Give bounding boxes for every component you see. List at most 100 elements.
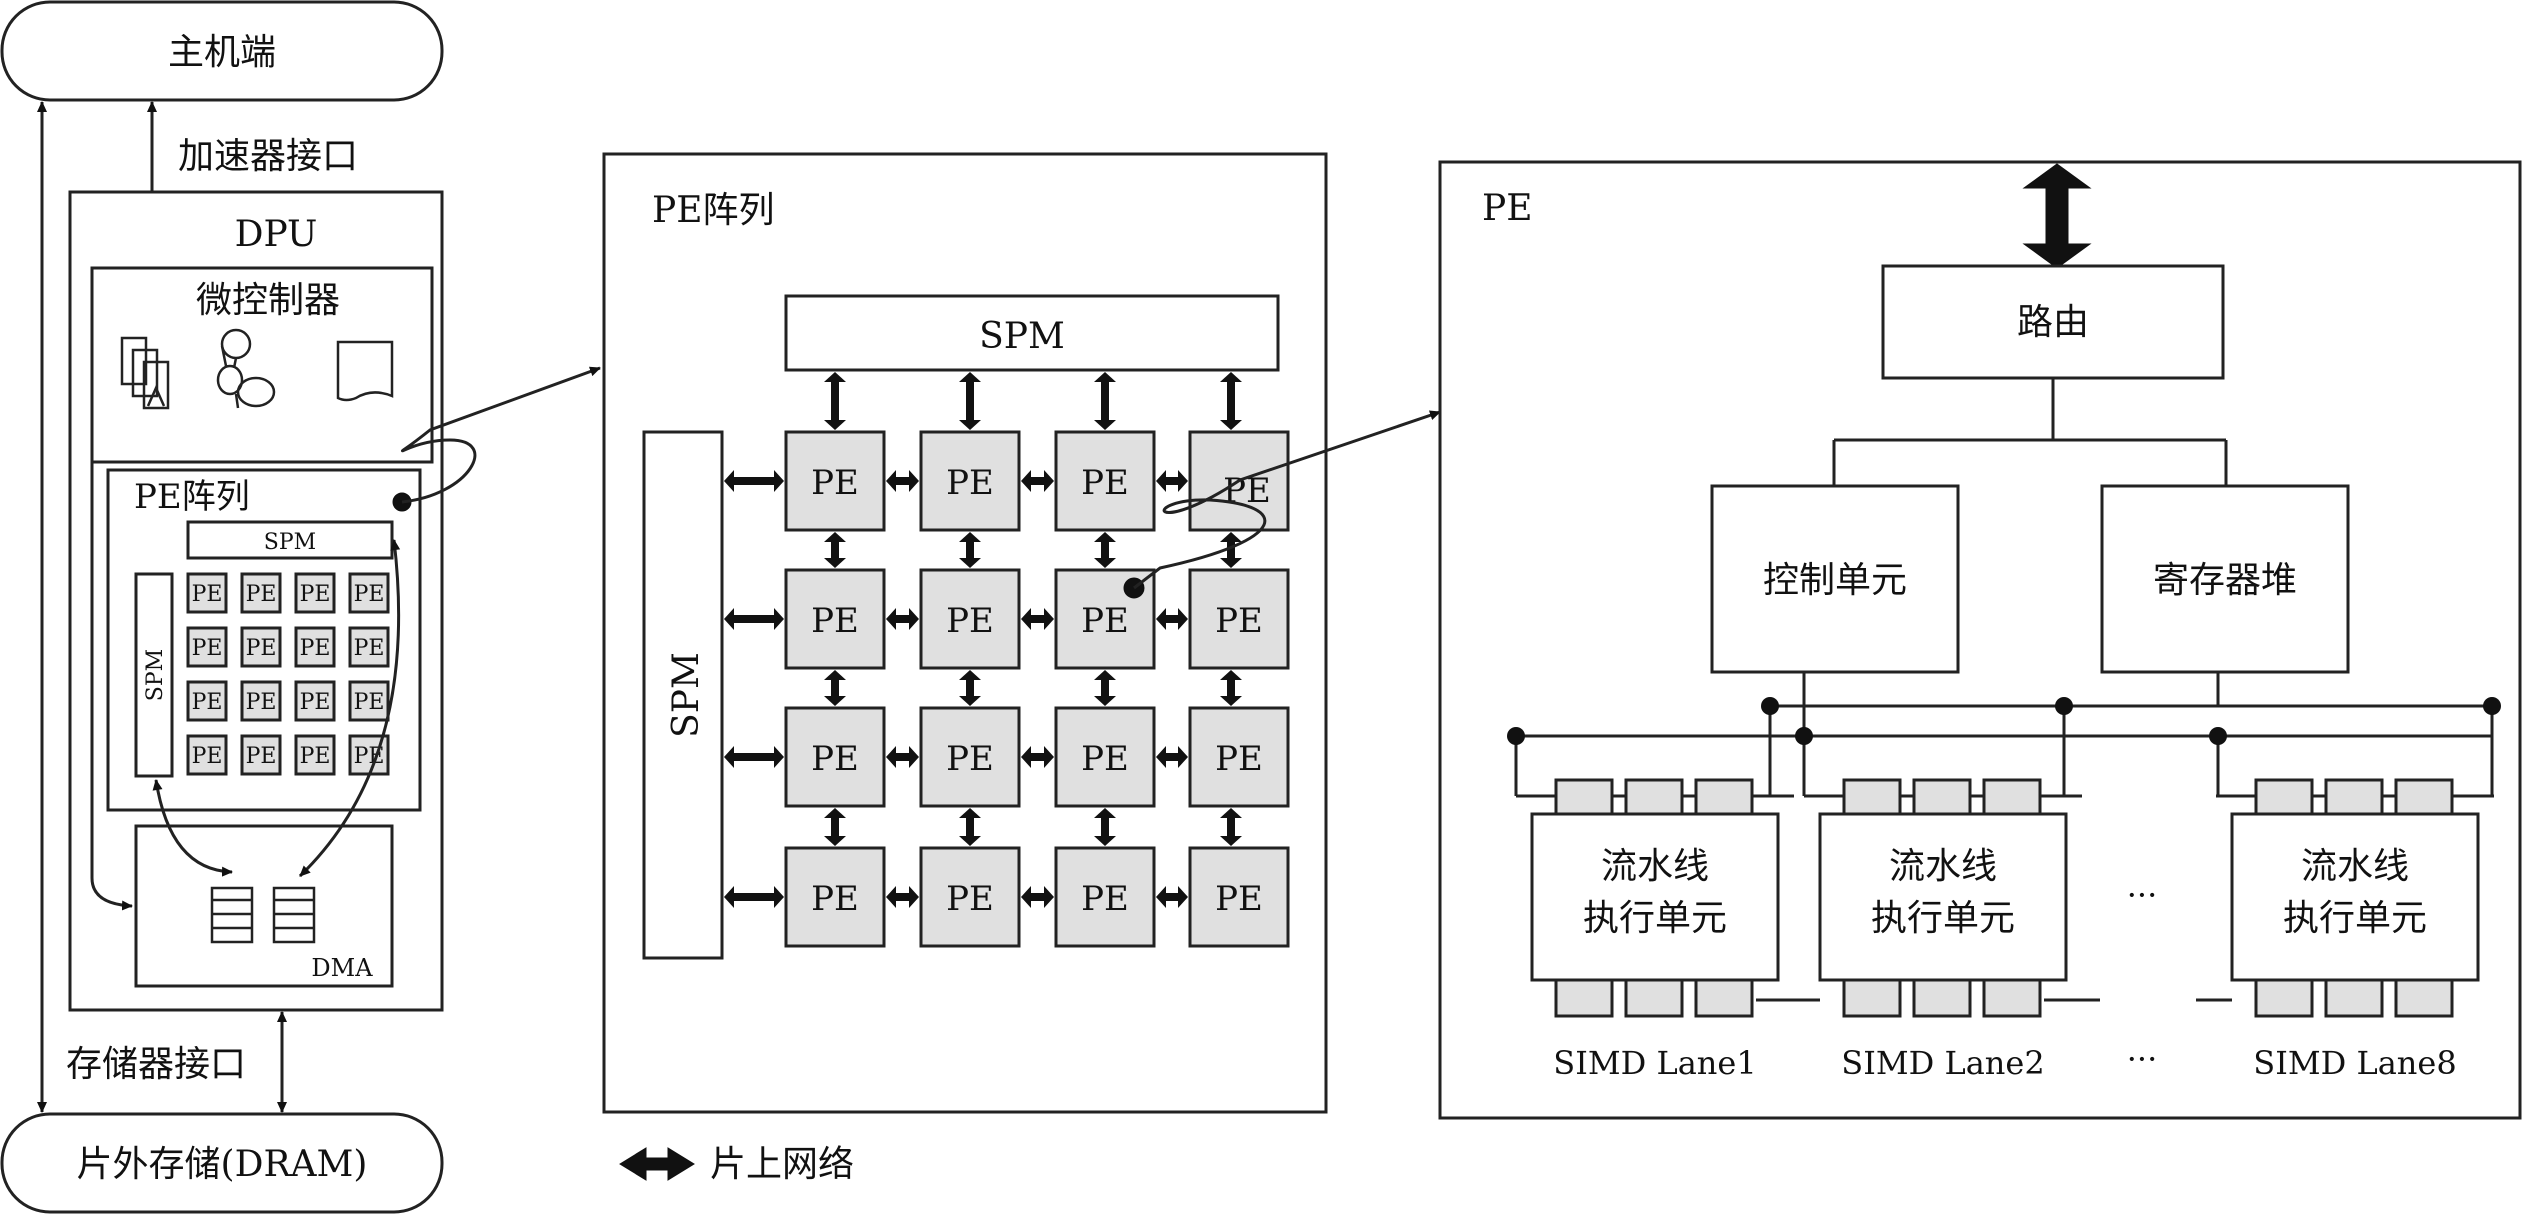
lane-register-top <box>1694 778 1754 816</box>
router-tree-lines <box>1832 378 2228 486</box>
pe-vertical-link <box>1094 670 1116 706</box>
lane-register-bottom <box>1694 978 1754 1018</box>
pipeline-unit-box <box>2230 812 2480 982</box>
pe-horizontal-link <box>1021 470 1054 492</box>
pe-horizontal-link <box>1021 608 1054 630</box>
lane-register-bottom <box>2254 978 2314 1018</box>
spm-small-left-label: SPM <box>143 649 168 701</box>
spm-pe-link <box>724 470 784 492</box>
pe-label: PE <box>1215 879 1263 919</box>
flowchart-icon <box>216 328 276 409</box>
pe-vertical-link <box>1094 808 1116 846</box>
pe-vertical-link <box>959 670 981 706</box>
pe-cell <box>919 430 1021 532</box>
small-pe-cell <box>186 572 228 614</box>
accel-interface-label: 加速器接口 <box>178 136 358 177</box>
small-pe-label: PE <box>354 636 385 661</box>
pe-vertical-link <box>1220 670 1242 706</box>
pe-label: PE <box>811 463 859 503</box>
pe-horizontal-link <box>1156 608 1188 630</box>
pe-cell <box>1188 706 1290 808</box>
lane-register-top <box>1842 778 1902 816</box>
control-unit-box <box>1710 484 1960 674</box>
pe-horizontal-link <box>886 746 919 768</box>
pe-cell <box>784 846 886 948</box>
pe-array-small-label: PE阵列 <box>134 477 250 517</box>
dma-buffer-icon <box>210 886 316 944</box>
pe-label: PE <box>811 879 859 919</box>
document-stack-icon <box>120 336 170 410</box>
pe-vertical-link <box>1094 532 1116 568</box>
pe-label: PE <box>811 601 859 641</box>
small-pe-label: PE <box>192 744 223 769</box>
pe-cell <box>1054 706 1156 808</box>
small-pe-cell <box>240 734 282 776</box>
pe-label: PE <box>1081 739 1129 779</box>
spm-top-dma-arrow <box>298 539 401 878</box>
lane-register-bottom <box>1982 978 2042 1018</box>
lane-register-top <box>1624 778 1684 816</box>
pe-cell <box>919 846 1021 948</box>
pe-horizontal-link <box>886 886 919 908</box>
bus-junction-dot <box>1507 727 1525 745</box>
bus-junction-dot <box>1795 727 1813 745</box>
register-file-label: 寄存器堆 <box>2153 560 2297 601</box>
pe-vertical-link <box>824 532 846 568</box>
small-pe-label: PE <box>246 744 277 769</box>
host-box <box>0 0 444 102</box>
spm-pe-link <box>724 746 784 768</box>
pipeline-unit-label-line2: 执行单元 <box>1583 898 1727 939</box>
lane-register-top <box>2394 778 2454 816</box>
spm-small-top-label: SPM <box>264 530 316 555</box>
pe-cell <box>1188 568 1290 670</box>
pe-cell <box>784 430 886 532</box>
host-label: 主机端 <box>168 32 276 73</box>
lane-register-top <box>2324 778 2384 816</box>
bus-junction-dot <box>2055 697 2073 715</box>
pe-label: PE <box>1081 601 1129 641</box>
pipeline-unit-label-line1: 流水线 <box>2301 846 2409 887</box>
zoom-to-pe-detail-link <box>1133 410 1441 590</box>
spm-pe-link <box>824 372 846 430</box>
pe-array-title: PE阵列 <box>652 190 775 231</box>
small-pe-label: PE <box>300 690 331 715</box>
pe-label: PE <box>946 879 994 919</box>
pipeline-unit-box <box>1818 812 2068 982</box>
small-pe-label: PE <box>354 582 385 607</box>
pipeline-unit-box <box>1530 812 1780 982</box>
pipeline-unit-label-line2: 执行单元 <box>2283 898 2427 939</box>
dpu-to-dma-arrow <box>90 410 133 911</box>
spm-small-left <box>134 572 174 778</box>
small-pe-label: PE <box>192 636 223 661</box>
pe-vertical-link <box>1220 808 1242 846</box>
small-pe-label: PE <box>300 636 331 661</box>
pipeline-unit-label-line1: 流水线 <box>1601 846 1709 887</box>
small-pe-label: PE <box>354 690 385 715</box>
spm-pe-link <box>1094 372 1116 430</box>
spm-left <box>642 430 724 960</box>
pe-label: PE <box>1081 879 1129 919</box>
pe-vertical-link <box>1220 532 1242 568</box>
simd-lane-label: SIMD Lane8 <box>2253 1044 2456 1082</box>
lane-register-top <box>1912 778 1972 816</box>
dpu-label: DPU <box>235 214 318 255</box>
pe-cell <box>1054 430 1156 532</box>
small-pe-label: PE <box>300 744 331 769</box>
small-pe-label: PE <box>246 636 277 661</box>
legend: 片上网络 <box>619 1144 854 1185</box>
spm-pe-link <box>724 886 784 908</box>
pe-cell <box>1188 846 1290 948</box>
pe-label: PE <box>946 463 994 503</box>
register-file-box <box>2100 484 2350 674</box>
pe-cell <box>1054 846 1156 948</box>
lane-register-bottom <box>2324 978 2384 1018</box>
ellipsis-bottom: ··· <box>2127 1040 2158 1078</box>
lane-register-bottom <box>2394 978 2454 1018</box>
pe-cell <box>784 706 886 808</box>
memory-interface-label: 存储器接口 <box>66 1044 246 1085</box>
